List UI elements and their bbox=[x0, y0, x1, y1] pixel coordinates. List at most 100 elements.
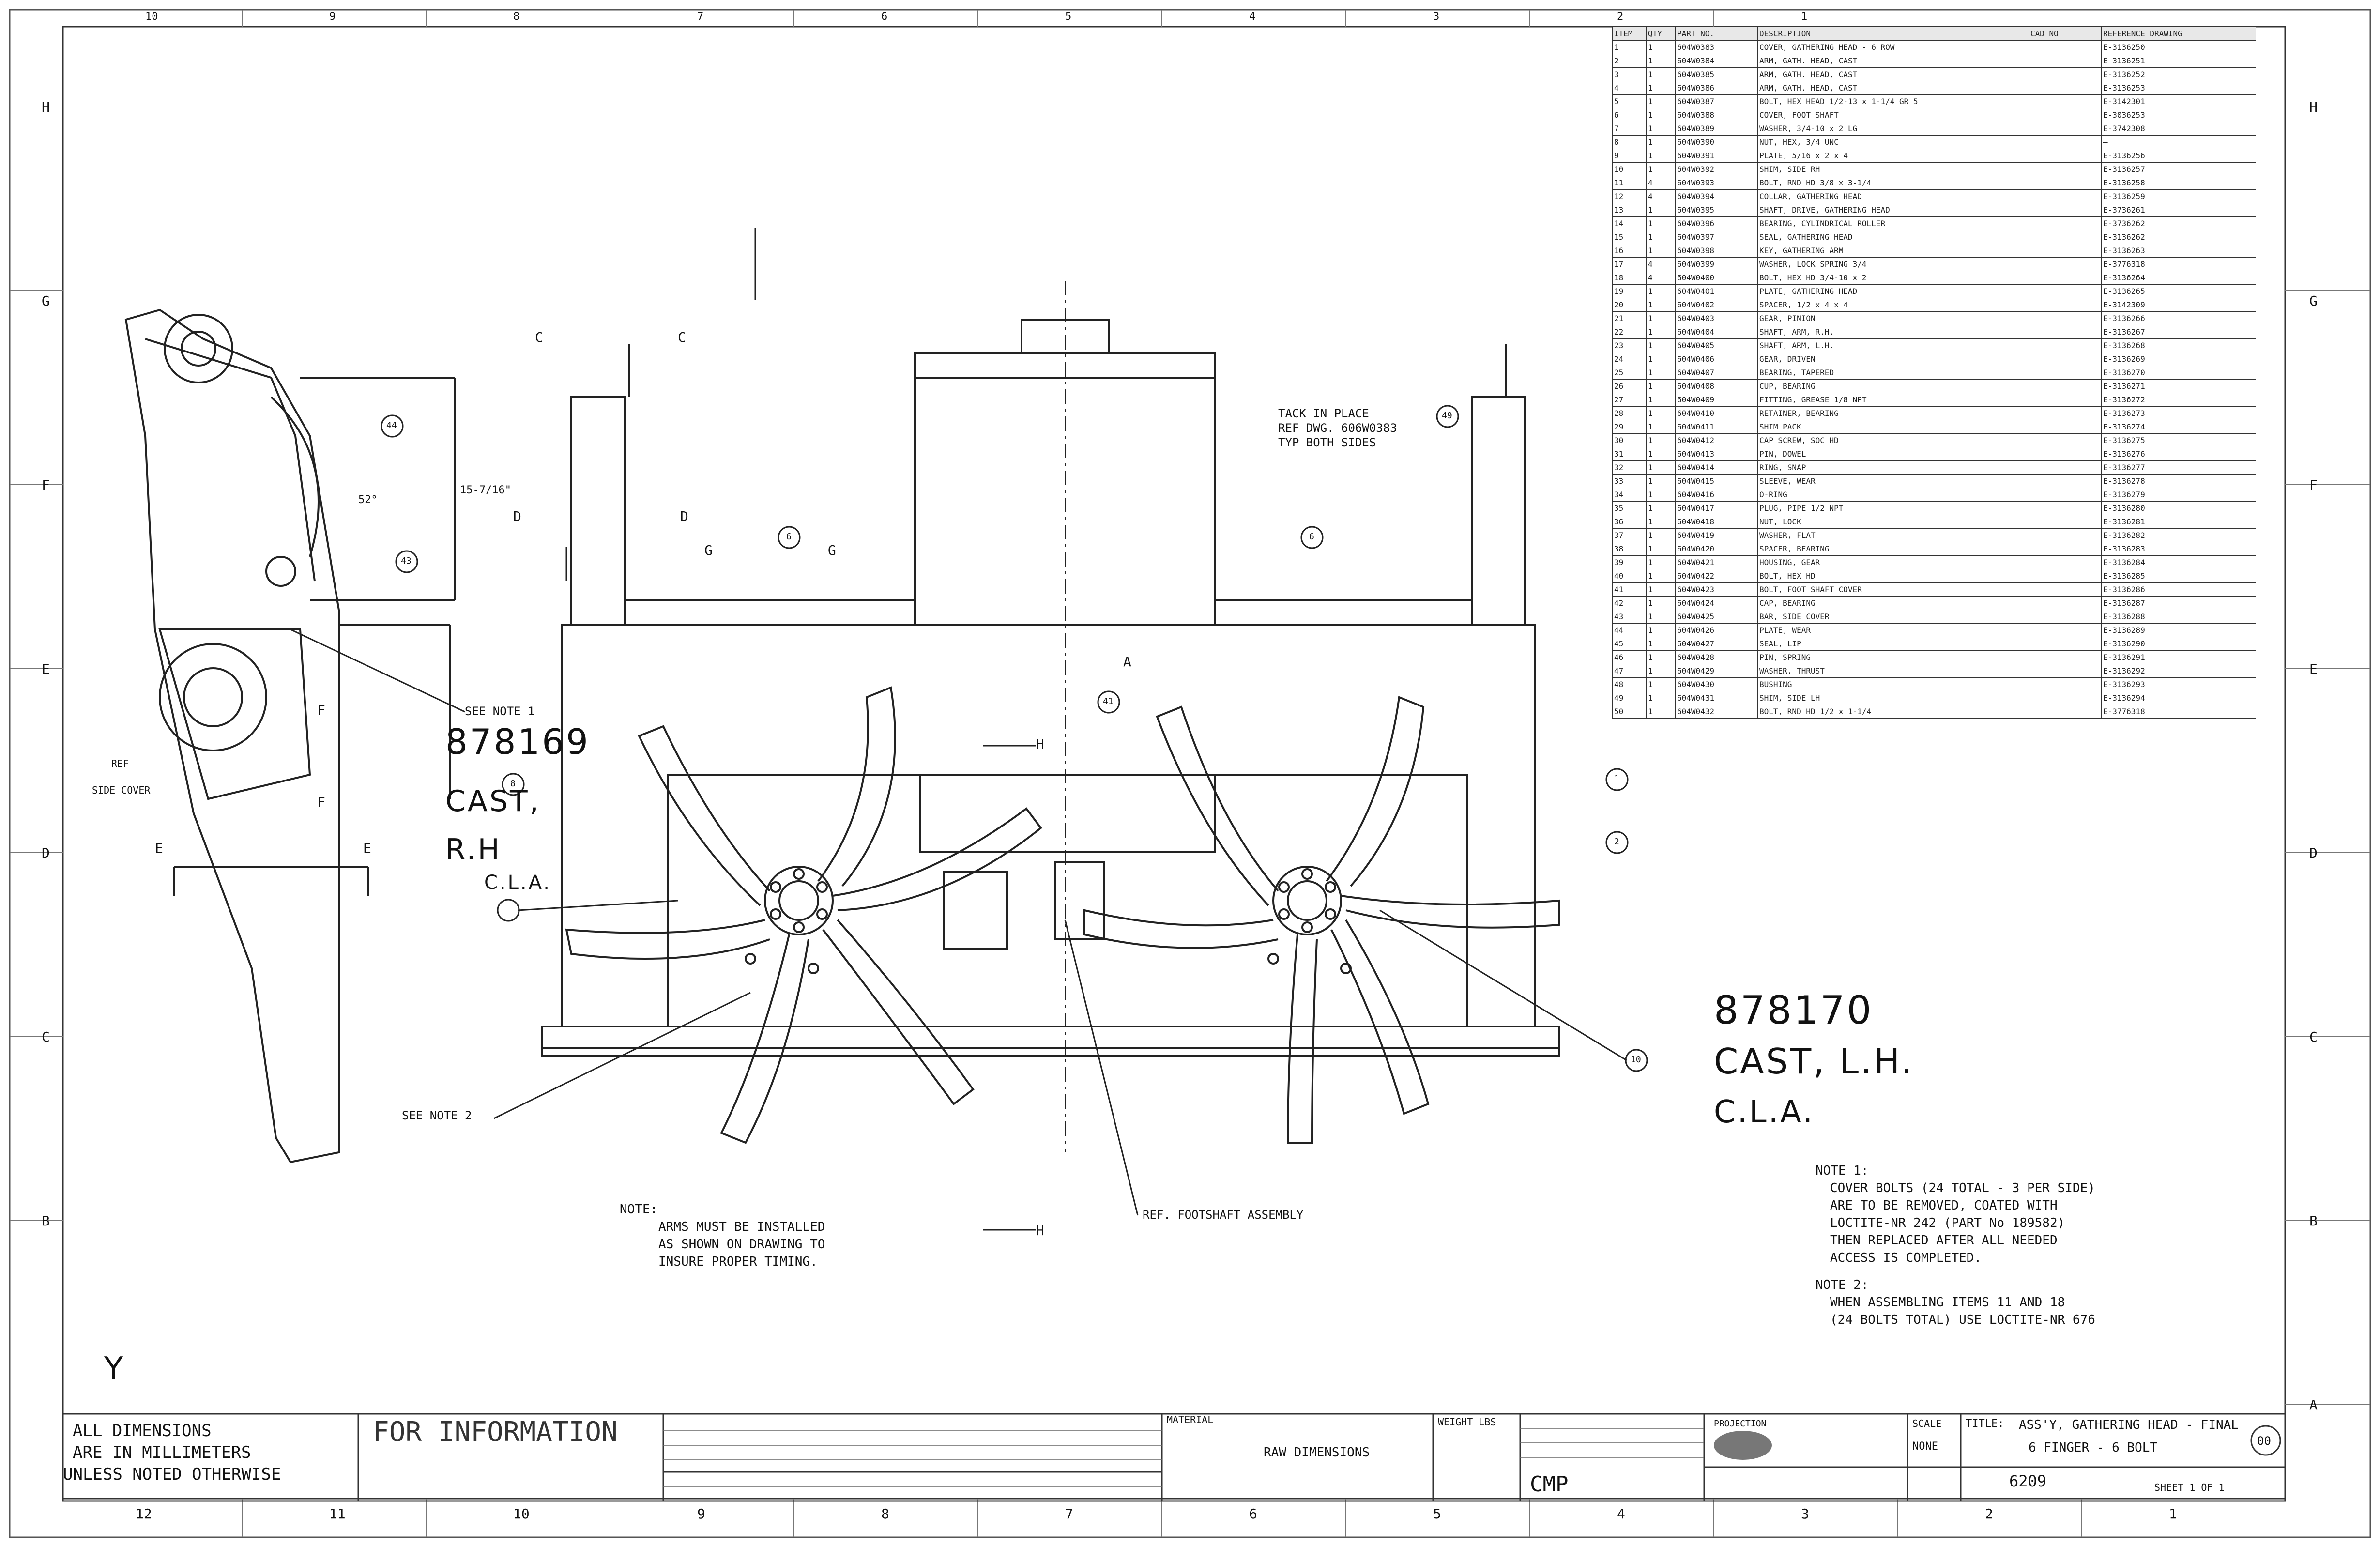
bom-cell: 1 bbox=[1646, 149, 1676, 163]
bom-cell: 1 bbox=[1646, 691, 1676, 705]
border-letter: C bbox=[42, 1029, 50, 1045]
dimensions-note: ALL DIMENSIONS bbox=[73, 1421, 212, 1440]
bom-cell: 3 bbox=[1612, 67, 1647, 81]
bom-cell: 1 bbox=[1646, 650, 1676, 664]
callout-see-note-2: SEE NOTE 2 bbox=[402, 1109, 472, 1122]
raw-dimensions-label: RAW DIMENSIONS bbox=[1264, 1445, 1370, 1460]
bom-cell: 604W0392 bbox=[1675, 162, 1758, 176]
bom-cell: WASHER, 3/4-10 x 2 LG bbox=[1757, 122, 2029, 136]
bom-cell bbox=[2029, 488, 2102, 502]
border-letter: E bbox=[2309, 661, 2318, 677]
border-number: 9 bbox=[697, 1506, 705, 1522]
bom-cell: 604W0387 bbox=[1675, 94, 1758, 108]
section-mark-e: E bbox=[155, 840, 163, 856]
border-number: 2 bbox=[1985, 1506, 1993, 1522]
bom-cell: 604W0394 bbox=[1675, 189, 1758, 203]
dimension-angle: 52° bbox=[358, 494, 378, 506]
border-letter: G bbox=[2309, 293, 2318, 309]
bom-cell bbox=[2029, 650, 2102, 664]
note-line: ARMS MUST BE INSTALLED bbox=[658, 1220, 825, 1234]
border-number: 11 bbox=[329, 1506, 346, 1522]
bom-cell: 43 bbox=[1612, 610, 1647, 624]
bom-cell: PIN, DOWEL bbox=[1757, 447, 2029, 461]
bom-cell: 604W0393 bbox=[1675, 176, 1758, 190]
scale-value: NONE bbox=[1912, 1440, 1938, 1453]
bom-cell: 20 bbox=[1612, 298, 1647, 312]
bom-cell: E-3036253 bbox=[2101, 108, 2256, 122]
note-line: COVER BOLTS (24 TOTAL - 3 PER SIDE) bbox=[1830, 1181, 2095, 1195]
border-number: 9 bbox=[329, 11, 336, 23]
bom-cell: 1 bbox=[1646, 433, 1676, 447]
handwritten-part-lh-cla: C.L.A. bbox=[1714, 1094, 1815, 1130]
bom-cell: 1 bbox=[1646, 108, 1676, 122]
bom-cell: 604W0426 bbox=[1675, 623, 1758, 637]
bom-cell: 1 bbox=[1646, 393, 1676, 407]
bom-cell: BUSHING bbox=[1757, 677, 2029, 691]
bom-cell bbox=[2029, 94, 2102, 108]
callout-see-note: SEE NOTE 1 bbox=[465, 705, 535, 718]
bom-cell: ARM, GATH. HEAD, CAST bbox=[1757, 54, 2029, 68]
bom-cell: 1 bbox=[1646, 623, 1676, 637]
note-heading: NOTE 1: bbox=[1816, 1164, 1869, 1178]
section-mark-c: C bbox=[678, 329, 686, 345]
border-number: 3 bbox=[1433, 11, 1440, 23]
border-number: 7 bbox=[697, 11, 704, 23]
bom-cell: 36 bbox=[1612, 515, 1647, 529]
border-number: 1 bbox=[2169, 1506, 2177, 1522]
bom-cell bbox=[2029, 67, 2102, 81]
bom-cell: 1 bbox=[1646, 555, 1676, 569]
border-letter: C bbox=[2309, 1029, 2318, 1045]
item-balloon: 6 bbox=[1309, 532, 1314, 542]
bom-cell bbox=[2029, 216, 2102, 230]
bom-cell: E-3136280 bbox=[2101, 501, 2256, 515]
bom-cell: E-3136288 bbox=[2101, 610, 2256, 624]
bom-cell: E-3142309 bbox=[2101, 298, 2256, 312]
bom-cell: 35 bbox=[1612, 501, 1647, 515]
dimensions-note: UNLESS NOTED OTHERWISE bbox=[63, 1465, 281, 1484]
bom-cell: 604W0424 bbox=[1675, 596, 1758, 610]
section-mark-a: A bbox=[1123, 654, 1131, 670]
bill-of-materials: ITEM QTY PART NO. DESCRIPTION CAD NO REF… bbox=[1612, 27, 2256, 724]
bom-cell bbox=[2029, 40, 2102, 54]
bom-cell: 1 bbox=[1646, 637, 1676, 651]
bom-cell: PLUG, PIPE 1/2 NPT bbox=[1757, 501, 2029, 515]
bom-cell: 1 bbox=[1646, 379, 1676, 393]
border-letter: D bbox=[2309, 845, 2318, 861]
section-mark-h: H bbox=[1036, 736, 1044, 752]
bom-cell: E-3136253 bbox=[2101, 81, 2256, 95]
section-mark-g: G bbox=[828, 542, 836, 558]
border-number: 5 bbox=[1433, 1506, 1441, 1522]
bom-cell: 604W0383 bbox=[1675, 40, 1758, 54]
bom-cell bbox=[2029, 705, 2102, 719]
handwritten-part-rh-cast: CAST, bbox=[445, 784, 541, 818]
bom-cell: 24 bbox=[1612, 352, 1647, 366]
bom-cell bbox=[2029, 311, 2102, 325]
border-letter: D bbox=[42, 845, 50, 861]
callout-ref: REF bbox=[111, 758, 129, 769]
item-balloon: 1 bbox=[1614, 774, 1619, 784]
cmp-label: CMP bbox=[1530, 1472, 1569, 1497]
border-number: 10 bbox=[145, 11, 158, 23]
bom-cell bbox=[2029, 393, 2102, 407]
bom-cell: PLATE, WEAR bbox=[1757, 623, 2029, 637]
border-number: 12 bbox=[136, 1506, 152, 1522]
border-number: 10 bbox=[513, 1506, 530, 1522]
bom-cell: 604W0396 bbox=[1675, 216, 1758, 230]
bom-cell: SHAFT, ARM, R.H. bbox=[1757, 325, 2029, 339]
bom-cell bbox=[2029, 582, 2102, 597]
